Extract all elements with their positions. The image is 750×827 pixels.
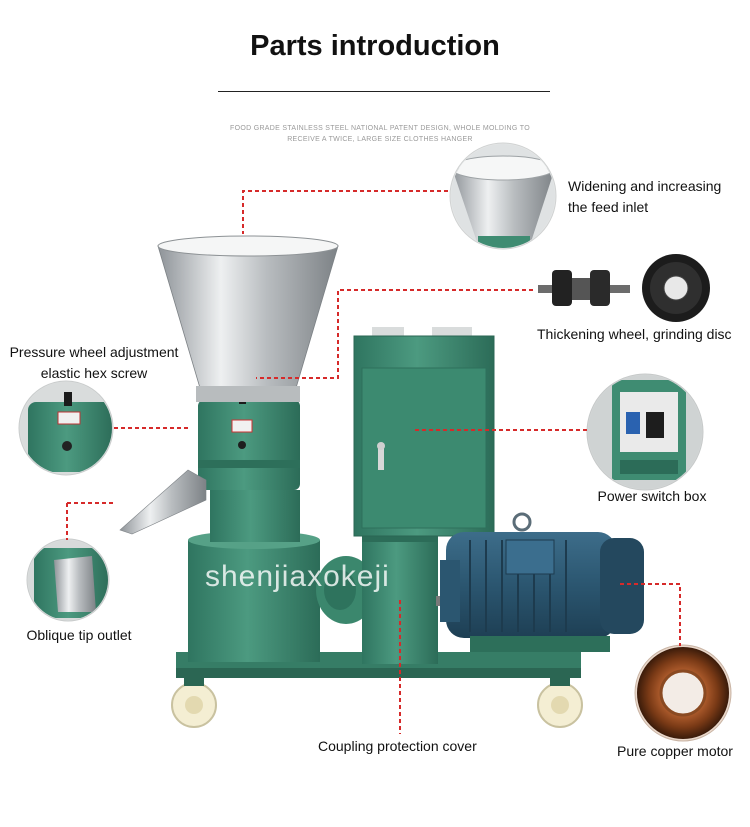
wheel-disc-photo	[538, 254, 710, 322]
feed-inlet-callout	[449, 142, 557, 250]
label-copper-motor: Pure copper motor	[617, 743, 733, 759]
pressure-screw-callout	[18, 380, 114, 476]
outlet-callout	[26, 538, 110, 622]
label-feed-inlet: Widening and increasing the feed inlet	[568, 178, 722, 215]
label-pressure-screw: Pressure wheel adjustment elastic hex sc…	[9, 344, 179, 381]
label-coupling-cover: Coupling protection cover	[318, 738, 477, 754]
leader-lines	[66, 190, 681, 734]
pellet-mill	[119, 235, 644, 728]
label-switch-box: Power switch box	[597, 488, 707, 504]
label-outlet: Oblique tip outlet	[26, 627, 132, 643]
watermark: shenjiaxokeji	[205, 560, 390, 593]
title-divider	[218, 91, 550, 92]
switch-box-callout	[586, 373, 704, 491]
copper-motor-callout	[634, 644, 732, 742]
page-title: Parts introduction	[250, 30, 500, 62]
label-wheel-disc: Thickening wheel, grinding disc	[537, 326, 732, 342]
tagline: FOOD GRADE STAINLESS STEEL NATIONAL PATE…	[230, 125, 530, 143]
